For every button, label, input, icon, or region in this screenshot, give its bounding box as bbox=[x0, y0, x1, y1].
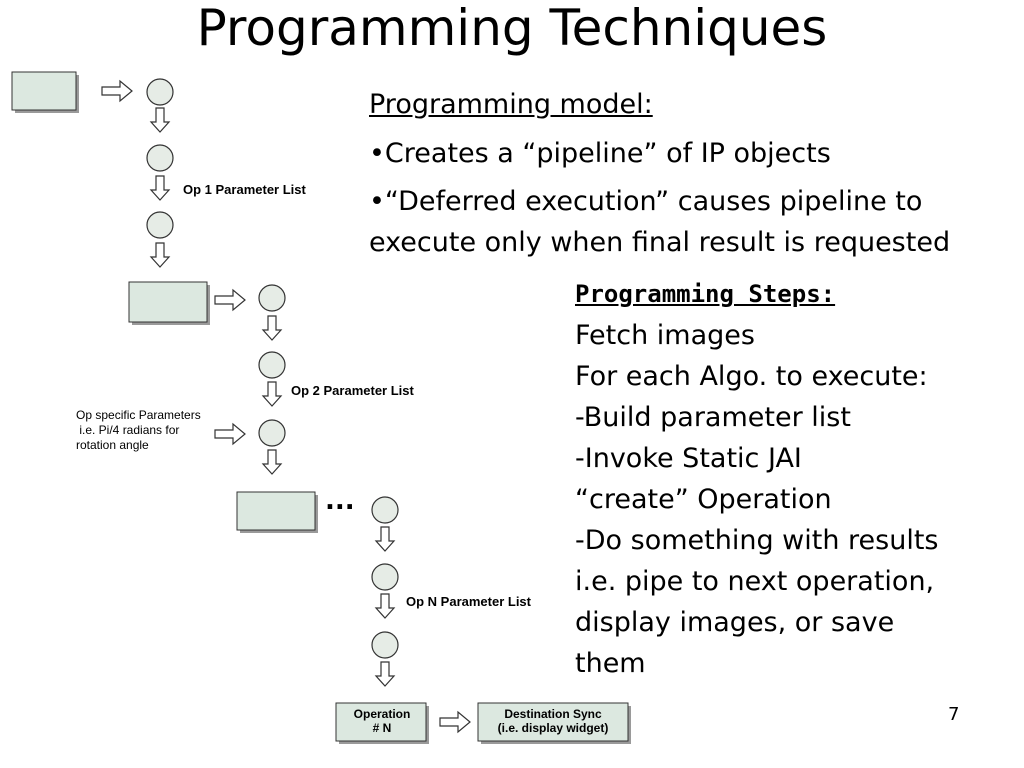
right-arrow bbox=[214, 422, 246, 446]
step-line: -Build parameter list bbox=[575, 402, 851, 433]
ellipsis: ... bbox=[325, 486, 355, 516]
op2-parameter-label: Op 2 Parameter List bbox=[291, 383, 414, 398]
pipeline-node bbox=[258, 419, 286, 447]
programming-model-section: Programming model: •Creates a “pipeline”… bbox=[369, 84, 1019, 263]
intermediate-image-box-2 bbox=[128, 281, 208, 323]
operation-box-line: # N bbox=[372, 721, 392, 735]
pipeline-node bbox=[258, 351, 286, 379]
pipeline-node bbox=[258, 284, 286, 312]
down-arrow bbox=[374, 661, 396, 687]
destination-sync-box bbox=[477, 702, 629, 742]
operation-box-label: Operation # N bbox=[336, 707, 428, 735]
slide-title: Programming Techniques bbox=[196, 0, 828, 57]
note-line: Op specific Parameters bbox=[76, 408, 201, 422]
operation-n-box bbox=[335, 702, 427, 742]
op-specific-parameters-note: Op specific Parameters i.e. Pi/4 radians… bbox=[76, 408, 201, 453]
intermediate-image-box-n bbox=[236, 491, 316, 531]
pipeline-node bbox=[371, 496, 399, 524]
model-bullet: •“Deferred execution” causes pipeline to… bbox=[369, 186, 951, 258]
programming-steps-section: Programming Steps: Fetch images For each… bbox=[575, 274, 1015, 684]
down-arrow bbox=[374, 593, 396, 619]
step-line: display images, or save bbox=[575, 607, 895, 638]
down-arrow bbox=[149, 242, 171, 268]
op1-parameter-label: Op 1 Parameter List bbox=[183, 182, 306, 197]
down-arrow bbox=[149, 107, 171, 133]
right-arrow bbox=[101, 79, 133, 103]
programming-steps-heading: Programming Steps: bbox=[575, 280, 836, 308]
source-image-box-1 bbox=[11, 71, 77, 111]
opn-parameter-label: Op N Parameter List bbox=[406, 594, 531, 609]
destination-box-label: Destination Sync (i.e. display widget) bbox=[478, 707, 628, 735]
model-bullet: •Creates a “pipeline” of IP objects bbox=[369, 138, 831, 169]
destination-box-line: (i.e. display widget) bbox=[497, 721, 609, 735]
pipeline-node bbox=[146, 144, 174, 172]
pipeline-node bbox=[146, 211, 174, 239]
down-arrow bbox=[261, 449, 283, 475]
programming-model-heading: Programming model: bbox=[369, 89, 653, 120]
step-line: For each Algo. to execute: bbox=[575, 361, 928, 392]
page-number: 7 bbox=[948, 704, 960, 725]
step-line: i.e. pipe to next operation, bbox=[575, 566, 935, 597]
pipeline-node bbox=[371, 631, 399, 659]
operation-box-line: Operation bbox=[353, 707, 411, 721]
pipeline-node bbox=[146, 78, 174, 106]
step-line: -Invoke Static JAI bbox=[575, 443, 802, 474]
step-line: them bbox=[575, 648, 646, 679]
right-arrow bbox=[214, 288, 246, 312]
destination-box-line: Destination Sync bbox=[504, 707, 602, 721]
step-line: -Do something with results bbox=[575, 525, 939, 556]
pipeline-node bbox=[371, 563, 399, 591]
note-line: i.e. Pi/4 radians for bbox=[76, 423, 180, 437]
step-line: “create” Operation bbox=[575, 484, 832, 515]
down-arrow bbox=[261, 315, 283, 341]
down-arrow bbox=[374, 526, 396, 552]
step-line: Fetch images bbox=[575, 320, 755, 351]
down-arrow bbox=[261, 381, 283, 407]
note-line: rotation angle bbox=[76, 438, 149, 452]
down-arrow bbox=[149, 175, 171, 201]
right-arrow bbox=[439, 710, 471, 734]
